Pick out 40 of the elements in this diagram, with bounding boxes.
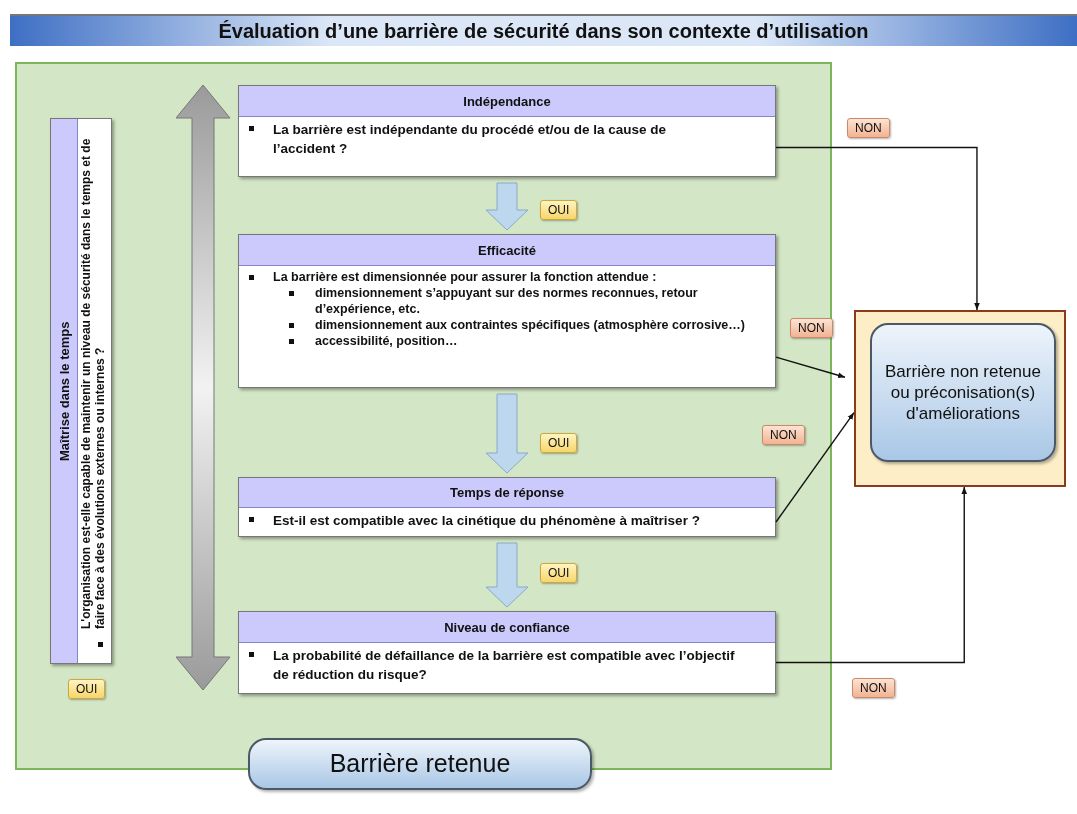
card-heading: Temps de réponse — [239, 478, 775, 508]
block-arrow — [485, 182, 529, 231]
bullet-text: La barrière est indépendante du procédé et/ou de la cause de l’accident ? — [273, 122, 667, 156]
card-heading: Efficacité — [239, 235, 775, 266]
criterion-card — [238, 477, 776, 537]
card-heading: Maîtrise dans le temps — [51, 119, 78, 663]
criterion-card — [238, 234, 776, 388]
bullet-text: L'organisation est-elle capable de maintenir un niveau de sécurité dans le temps et de faire face à des évolutions externes ou internes ? — [79, 138, 107, 629]
title-banner: Évaluation d’une barrière de sécurité dans son contexte d’utilisation — [10, 14, 1077, 46]
block-arrow — [485, 393, 529, 474]
card-heading: Niveau de confiance — [239, 612, 775, 643]
sub-bullet-text: dimensionnement aux contraintes spécifiques (atmosphère corrosive…) — [315, 318, 745, 332]
edge-label: OUI — [540, 563, 578, 583]
block-arrow — [485, 542, 529, 608]
answer-label: OUI — [68, 679, 106, 699]
edge-label: NON — [762, 425, 805, 445]
edge-label: NON — [847, 118, 890, 138]
bullet-text: Est-il est compatible avec la cinétique du phénomène à maîtriser ? — [273, 513, 700, 528]
arrow — [775, 486, 968, 664]
result-text: Barrière retenue — [328, 748, 512, 780]
criterion-card — [238, 85, 776, 177]
arrow — [775, 146, 980, 311]
result-text: Barrière non retenue ou préconisation(s) d'améliorations — [884, 360, 1042, 425]
bullet-text: La barrière est dimensionnée pour assurer la fonction attendue : — [273, 270, 657, 284]
arrow — [775, 356, 846, 378]
criterion-card — [50, 118, 112, 664]
sub-bullet-text: dimensionnement s’appuyant sur des normes reconnues, retour d’expérience, etc. — [315, 286, 698, 316]
arrow — [775, 411, 855, 523]
result-frame — [854, 310, 1066, 487]
edge-label: NON — [790, 318, 833, 338]
result-box — [870, 323, 1056, 462]
card-heading: Indépendance — [239, 86, 775, 117]
sub-bullet-text: accessibilité, position… — [315, 334, 458, 348]
criterion-card — [238, 611, 776, 694]
edge-label: NON — [852, 678, 895, 698]
bullet-text: La probabilité de défaillance de la barrière est compatible avec l’objectif de réduction du risque? — [273, 648, 735, 682]
edge-label: OUI — [540, 433, 578, 453]
result-box — [248, 738, 592, 790]
edge-label: OUI — [540, 200, 578, 220]
group-panel — [15, 62, 832, 770]
